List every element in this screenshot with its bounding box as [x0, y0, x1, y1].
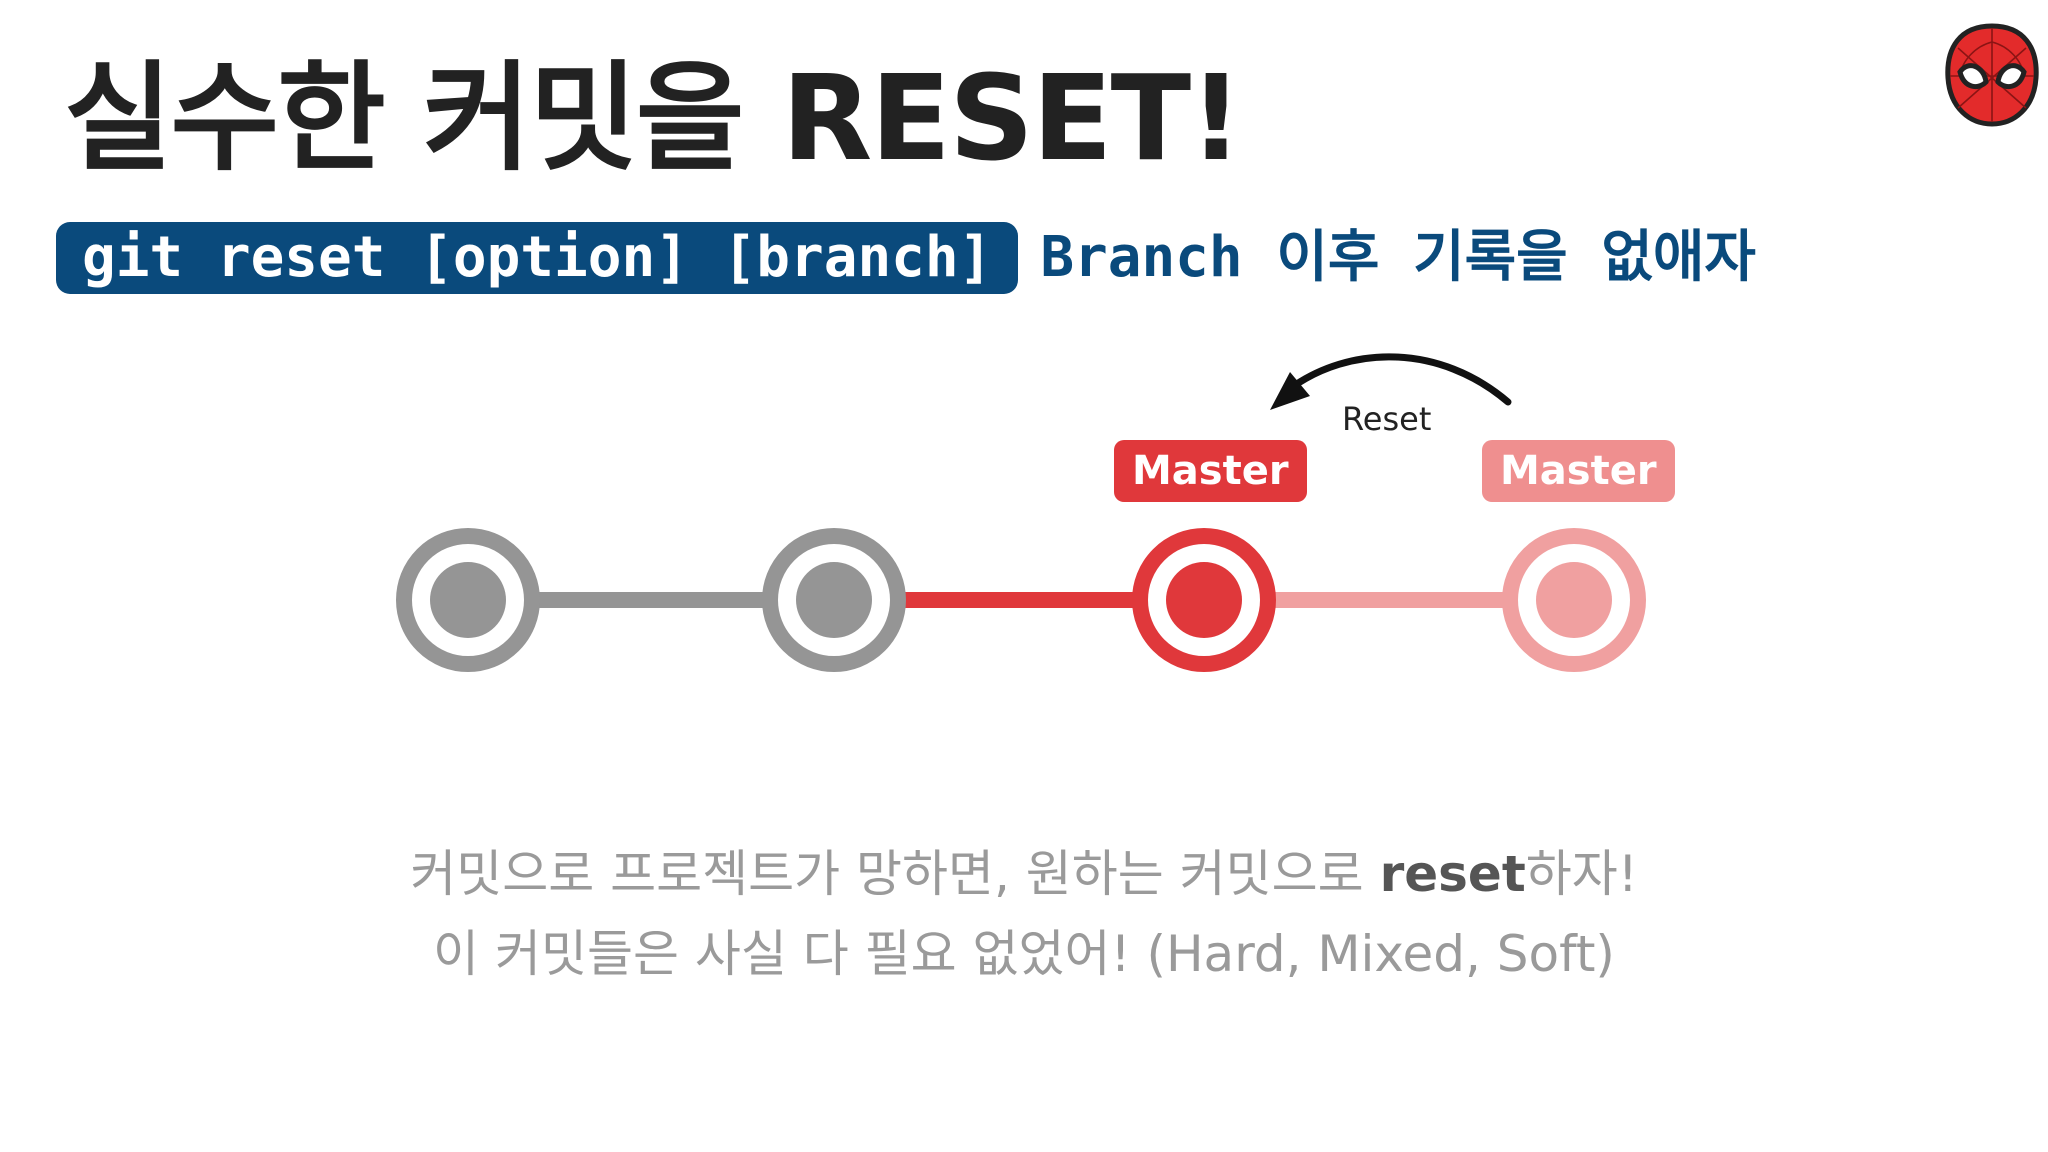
- commit-node-2-core: [796, 562, 872, 638]
- master-branch-tag-previous: Master: [1482, 440, 1675, 502]
- caption-line-1-before: 커밋으로 프로젝트가 망하면, 원하는 커밋으로: [410, 845, 1380, 903]
- command-row: git reset [option] [branch] Branch 이후 기록…: [56, 222, 1756, 294]
- caption-reset-emphasis: reset: [1379, 845, 1526, 903]
- master-branch-tag-current: Master: [1114, 440, 1307, 502]
- spider-mask-icon: [1945, 23, 2039, 127]
- reset-arrow: [1284, 353, 1512, 406]
- commit-node-3-core: [1166, 562, 1242, 638]
- git-command-pill: git reset [option] [branch]: [56, 222, 1019, 294]
- reset-arrow-head: [1270, 372, 1310, 410]
- caption-line-1: 커밋으로 프로젝트가 망하면, 원하는 커밋으로 reset하자!: [0, 842, 2048, 906]
- caption-line-1-after: 하자!: [1525, 845, 1638, 903]
- command-description: Branch 이후 기록을 없애자: [1040, 225, 1756, 290]
- commit-node-1-core: [430, 562, 506, 638]
- caption-line-2: 이 커밋들은 사실 다 필요 없었어! (Hard, Mixed, Soft): [433, 925, 1615, 983]
- slide-title: 실수한 커밋을 RESET!: [64, 49, 1243, 187]
- commit-node-4-core: [1536, 562, 1612, 638]
- reset-label: Reset: [1342, 400, 1432, 438]
